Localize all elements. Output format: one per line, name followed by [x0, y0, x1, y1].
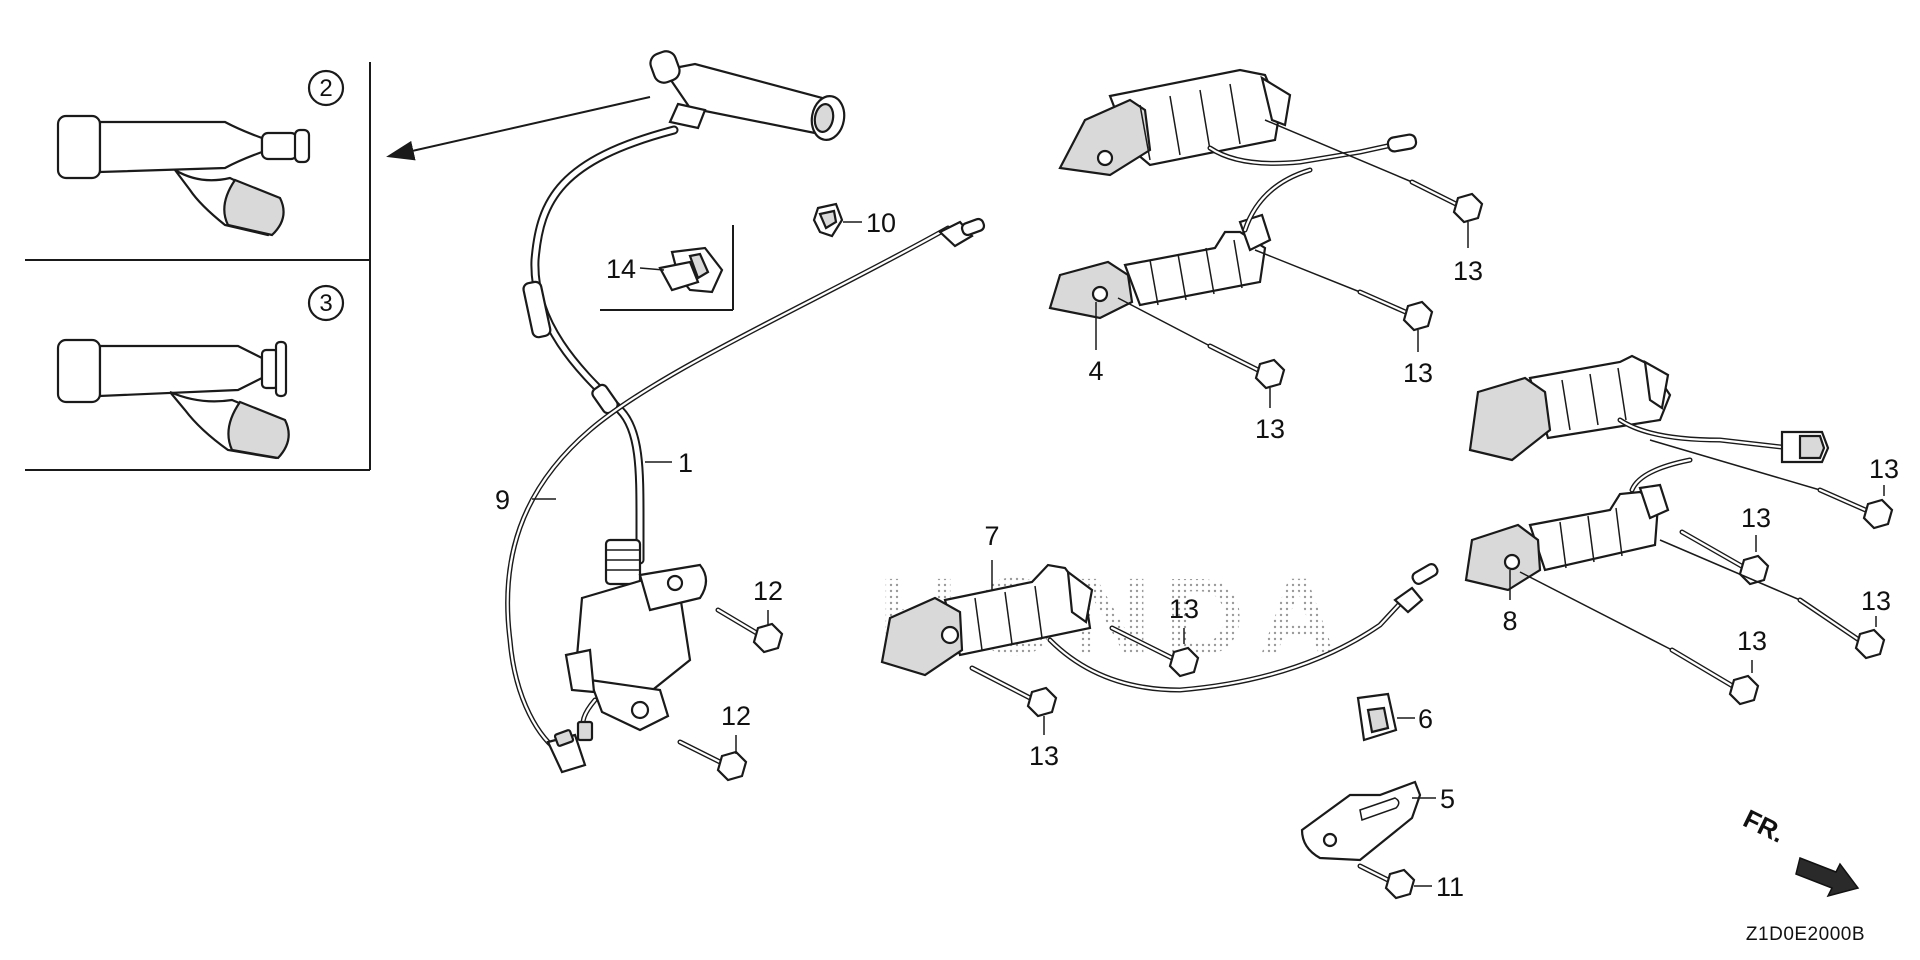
- exciter-coil-upper-pair: [1048, 68, 1418, 320]
- bolt-13-c: [1117, 297, 1286, 390]
- callout-5: 5: [1440, 784, 1455, 814]
- callout-13-c: 13: [1255, 414, 1285, 444]
- callout-13-e: 13: [1741, 503, 1771, 533]
- bolt-13-e: [1679, 529, 1770, 586]
- bolt-12-lower: [677, 739, 748, 782]
- callout-12-upper: 12: [753, 576, 783, 606]
- clamp-plate-5: [1300, 780, 1422, 862]
- callout-12-lower: 12: [721, 701, 751, 731]
- callout-13-f: 13: [1861, 586, 1891, 616]
- cord-clip-6: [1356, 692, 1398, 742]
- ignition-coil-assembly: [522, 50, 846, 742]
- front-direction-marker: FR.: [1739, 803, 1860, 898]
- callout-13-charge-lower: 13: [1029, 741, 1059, 771]
- callout-13-d: 13: [1869, 454, 1899, 484]
- sub-cord: [505, 217, 986, 774]
- fr-label: FR.: [1739, 803, 1790, 848]
- callout-13-h: 13: [1169, 594, 1199, 624]
- variant-3-label: 3: [319, 290, 332, 317]
- callout-4: 4: [1088, 356, 1103, 386]
- callout-10: 10: [866, 208, 896, 238]
- variant-2-label: 2: [319, 75, 332, 102]
- exciter-coil-right-pair: [1464, 354, 1830, 592]
- charge-coil: [880, 563, 1439, 693]
- callout-7: 7: [984, 521, 999, 551]
- drawing-code: Z1D0E2000B: [1746, 924, 1865, 945]
- variant-2-badge: [307, 69, 345, 107]
- inset-arrow: [386, 96, 651, 161]
- callout-13-b: 13: [1403, 358, 1433, 388]
- bolt-11: [1357, 863, 1416, 900]
- bolt-13-h: [1109, 625, 1200, 678]
- variant-3-badge: [307, 284, 345, 322]
- callout-13-g: 13: [1737, 626, 1767, 656]
- clip-14: [600, 225, 734, 311]
- bolt-12-upper: [715, 607, 784, 654]
- bolt-13-charge-lower: [969, 665, 1058, 718]
- inset-panel: [25, 62, 371, 471]
- bolt-13-a: [1264, 119, 1484, 224]
- callout-9: 9: [495, 485, 510, 515]
- callout-1: 1: [678, 448, 693, 478]
- callout-14: 14: [606, 254, 636, 284]
- plug-cap-variant-3: 3: [56, 284, 345, 460]
- clip-10: [812, 202, 844, 238]
- plug-cap-variant-2: 2: [56, 69, 345, 237]
- bolt-13-b: [1254, 249, 1434, 332]
- callout-11: 11: [1436, 872, 1464, 902]
- callout-8: 8: [1502, 606, 1517, 636]
- bolt-13-d: [1649, 439, 1894, 530]
- leader-14: [639, 267, 665, 271]
- callout-6: 6: [1418, 704, 1433, 734]
- bolt-13-g: [1519, 571, 1760, 706]
- bolt-13-f: [1659, 539, 1886, 660]
- callout-13-a: 13: [1453, 256, 1483, 286]
